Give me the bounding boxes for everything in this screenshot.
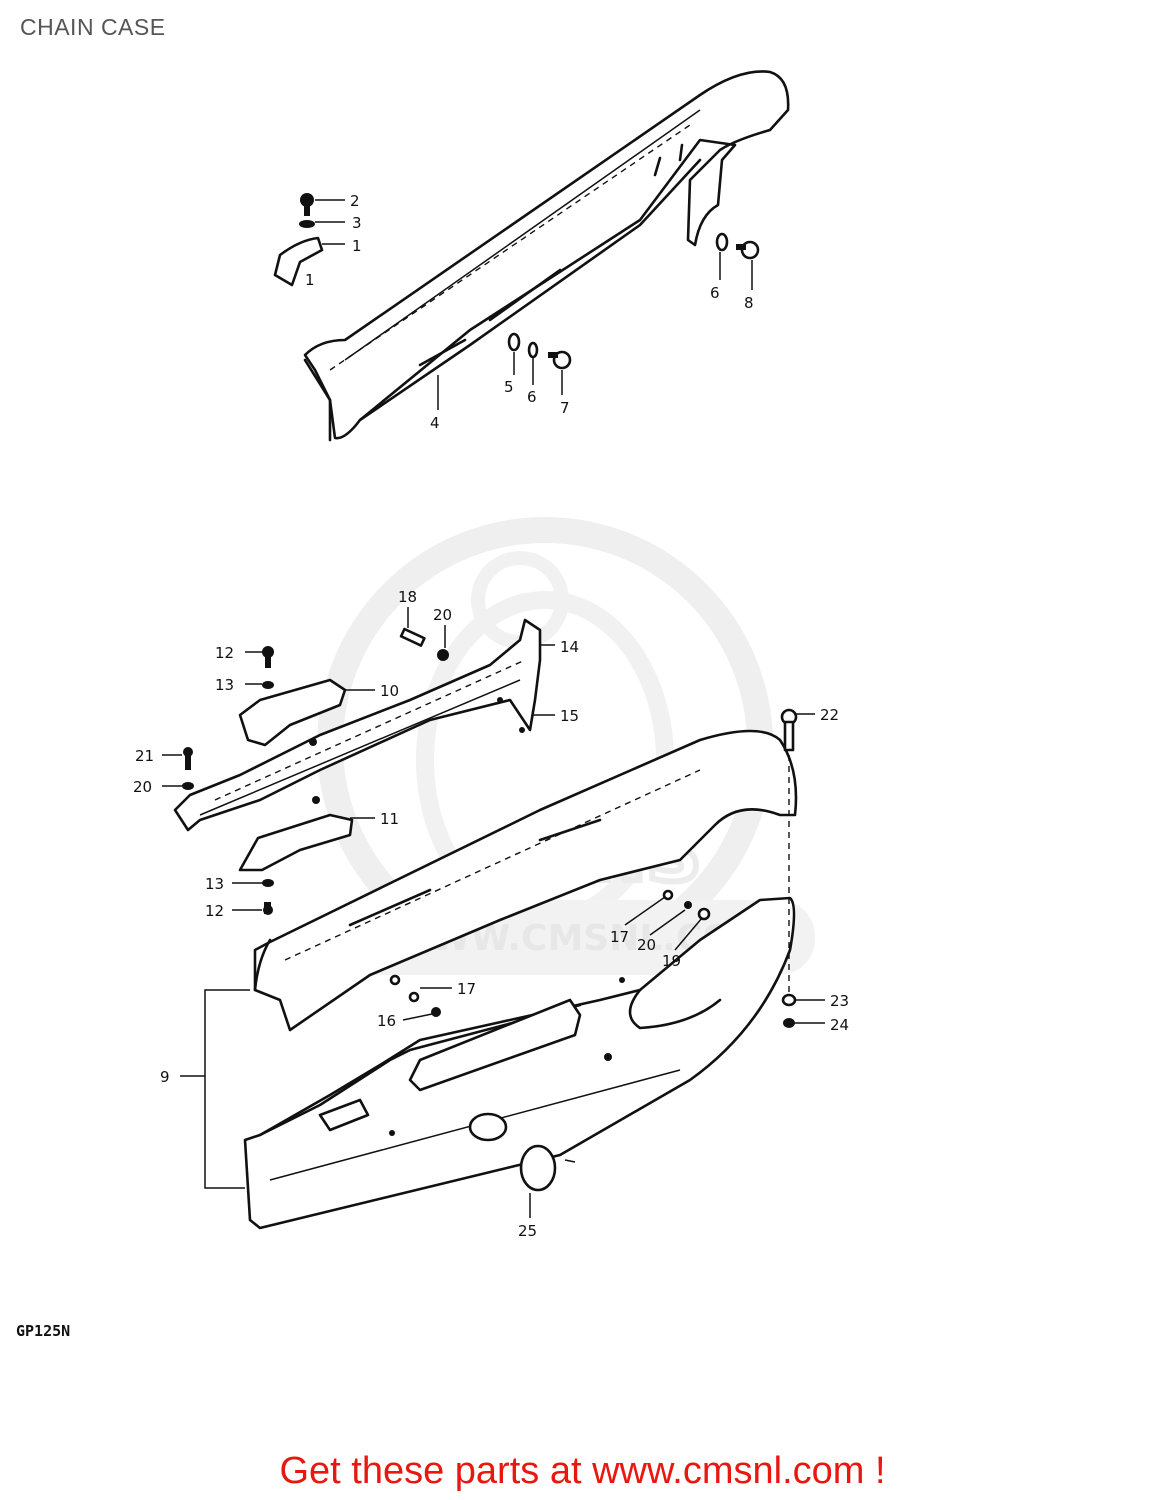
callout-13: 13	[215, 676, 234, 694]
part-9-bracket	[180, 989, 250, 1189]
callout-21: 21	[135, 747, 154, 765]
callout-6: 6	[527, 388, 537, 406]
callout-1-b: 1	[305, 271, 315, 289]
lower-chain-case-inner	[243, 896, 796, 1230]
callout-4: 4	[430, 414, 440, 432]
callout-7: 7	[560, 399, 570, 417]
callout-16: 16	[377, 1012, 396, 1030]
callout-13-b: 13	[205, 875, 224, 893]
callout-22: 22	[820, 706, 839, 724]
callout-12-b: 12	[205, 902, 224, 920]
chain-case-clip	[273, 236, 324, 287]
callout-9: 9	[160, 1068, 170, 1086]
callout-5: 5	[504, 378, 514, 396]
callout-1: 1	[352, 237, 362, 255]
callout-19: 19	[662, 952, 681, 970]
callout-6-b: 6	[710, 284, 720, 302]
callout-2: 2	[350, 192, 360, 210]
callout-3: 3	[352, 214, 362, 232]
callout-17-b: 17	[457, 980, 476, 998]
get-parts-link[interactable]: Get these parts at www.cmsnl.com !	[279, 1450, 886, 1492]
callout-20-c: 20	[637, 936, 656, 954]
callout-14: 14	[560, 638, 579, 656]
callout-15: 15	[560, 707, 579, 725]
lower-fasteners	[389, 708, 798, 1028]
callout-23: 23	[830, 992, 849, 1010]
lower-chain-case-outer	[253, 729, 798, 1032]
callout-8: 8	[744, 294, 754, 312]
guide-fasteners	[182, 627, 449, 915]
upper-fasteners	[299, 193, 760, 370]
chain-guide-assembly	[173, 618, 542, 872]
callout-18: 18	[398, 588, 417, 606]
upper-chain-case	[303, 70, 790, 442]
leader-lines	[162, 199, 825, 1218]
callout-20-b: 20	[133, 778, 152, 796]
callout-numbers: 2 3 1 1 4 5 6 7 6 8 18 20 14 12 13 10 15…	[133, 192, 849, 1240]
callout-24: 24	[830, 1016, 849, 1034]
callout-12: 12	[215, 644, 234, 662]
model-code: GP125N	[16, 1322, 71, 1340]
page-title: CHAIN CASE	[20, 14, 166, 40]
callout-11: 11	[380, 810, 399, 828]
callout-10: 10	[380, 682, 399, 700]
callout-17: 17	[610, 928, 629, 946]
callout-20: 20	[433, 606, 452, 624]
callout-25: 25	[518, 1222, 537, 1240]
